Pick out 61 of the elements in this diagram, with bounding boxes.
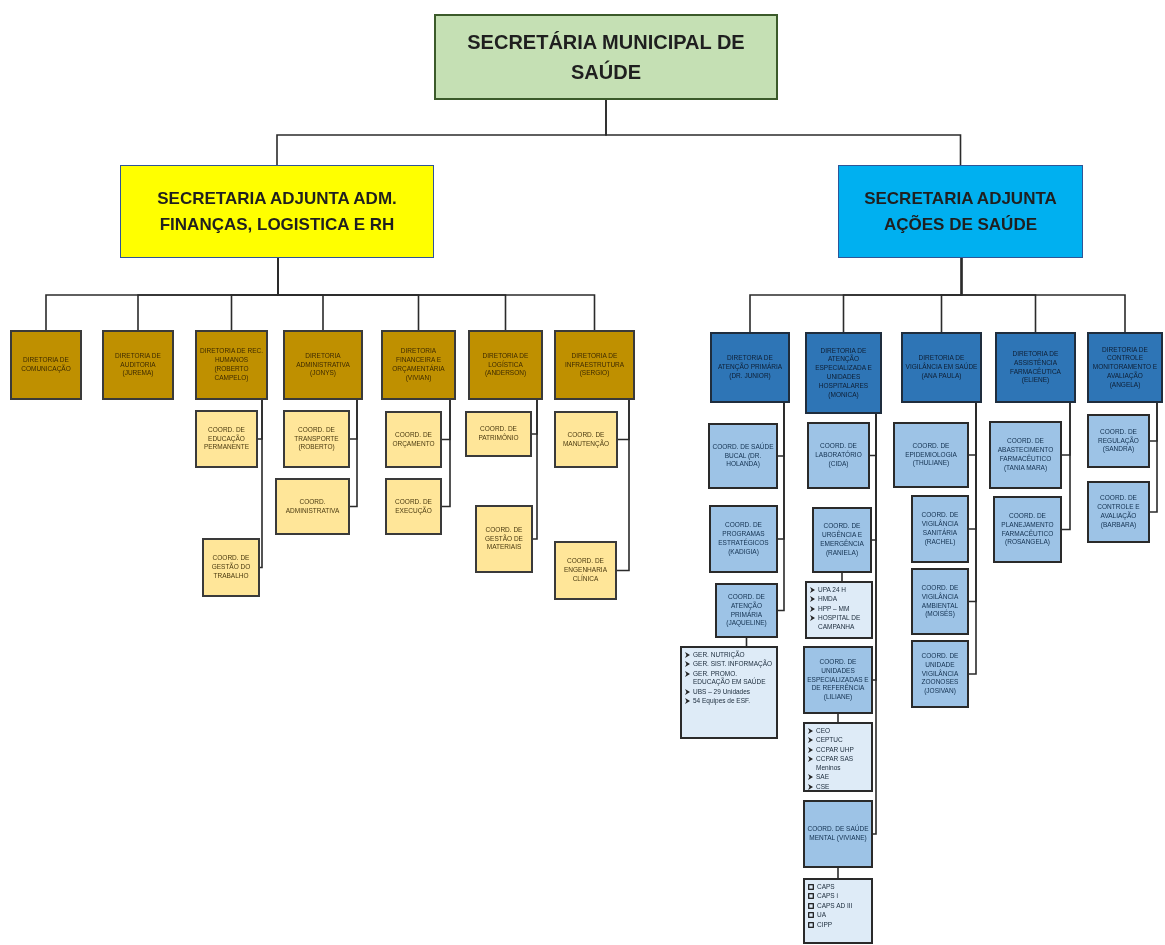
connector-line [837, 867, 839, 879]
coordination-box [554, 541, 617, 600]
directorate-box [1087, 332, 1163, 403]
directorate-box [468, 330, 543, 400]
directorate-box [102, 330, 174, 400]
head-office-box [434, 14, 778, 100]
coordination-box [465, 411, 532, 457]
coordination-box [708, 423, 778, 489]
coordination-box [993, 496, 1062, 563]
connector-line [349, 399, 358, 508]
coordination-box [893, 422, 969, 488]
connector-line [837, 713, 839, 723]
box-label: SECRETÁRIA MUNICIPAL DE SAÚDE [466, 30, 746, 85]
coordination-box [195, 410, 258, 468]
directorate-box [710, 332, 790, 403]
connector-line [605, 99, 962, 166]
coordination-box [385, 478, 442, 535]
coordination-box [202, 538, 260, 597]
department-box [120, 165, 434, 258]
unit-list-box [803, 722, 873, 792]
directorate-box [195, 330, 268, 400]
directorate-box [381, 330, 456, 400]
coordination-box [709, 505, 778, 573]
unit-list-box [805, 581, 873, 639]
coordination-box [1087, 414, 1150, 468]
connector-line [777, 402, 785, 612]
coordination-box [385, 411, 442, 468]
connector-line [441, 399, 451, 508]
coordination-box [1087, 481, 1150, 543]
coordination-box [803, 800, 873, 868]
coordination-box [911, 568, 969, 635]
directorate-box [10, 330, 82, 400]
directorate-box [901, 332, 982, 403]
connector-line [616, 399, 630, 572]
connector-line [1061, 402, 1071, 531]
coordination-box [807, 422, 870, 489]
coordination-box [275, 478, 350, 535]
directorate-box [805, 332, 882, 414]
box-label: SECRETARIA ADJUNTA AÇÕES DE SAÚDE [863, 188, 1058, 236]
box-label: SECRETARIA ADJUNTA ADM. FINANÇAS, LOGISTICA E RH [156, 188, 398, 236]
coordination-box [989, 421, 1062, 489]
department-box [838, 165, 1083, 258]
coordination-box [911, 640, 969, 708]
coordination-box [475, 505, 533, 573]
connector-line [259, 399, 263, 569]
directorate-box [283, 330, 363, 400]
connector-line [841, 572, 843, 582]
unit-list-box [803, 878, 873, 944]
connector-line [968, 402, 977, 675]
directorate-box [995, 332, 1076, 403]
coordination-box [911, 495, 969, 563]
coordination-box [715, 583, 778, 638]
coordination-box [803, 646, 873, 714]
connector-line [1149, 402, 1158, 513]
connector-line [960, 257, 1126, 333]
coordination-box [812, 507, 872, 573]
connector-line [532, 399, 538, 540]
coordination-box [554, 411, 618, 468]
unit-list-box [680, 646, 778, 739]
coordination-box [283, 410, 350, 468]
directorate-box [554, 330, 635, 400]
